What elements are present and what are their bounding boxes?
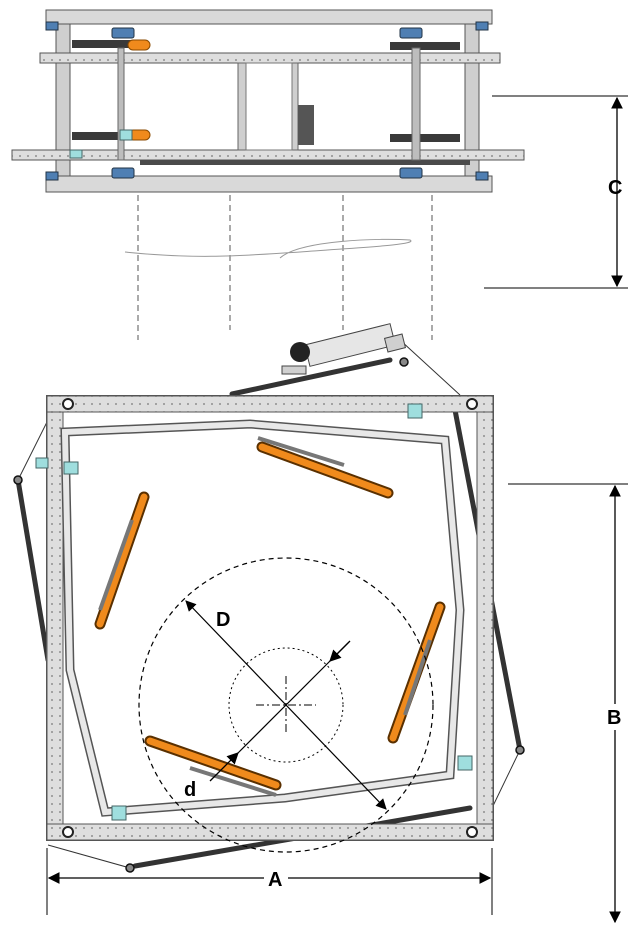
rollers — [94, 441, 446, 791]
top-view: D d A B — [13, 323, 628, 924]
bracket-cyan-side-2 — [119, 129, 133, 141]
cylinder-icon — [304, 323, 407, 367]
outer-frame — [46, 395, 494, 841]
circle-d-large — [138, 557, 434, 853]
belt-top — [72, 40, 136, 48]
break-line — [124, 238, 412, 259]
bracket-blue-group — [45, 21, 489, 181]
bracket-cyan-side — [69, 149, 83, 159]
frame-bottom — [46, 823, 494, 841]
label-d-large: D — [216, 609, 230, 631]
motor-block — [298, 105, 314, 145]
dimension-d-small-arrow-1 — [209, 752, 239, 782]
belt-bottom-right — [390, 134, 460, 142]
pulleys — [13, 357, 525, 873]
tie-lines — [17, 339, 521, 869]
projection-lines — [137, 195, 433, 340]
dimension-c — [484, 95, 628, 289]
belt-bottom — [72, 132, 136, 140]
inner-post-4 — [411, 47, 421, 161]
belt-top-right — [390, 42, 460, 50]
frame-top — [46, 395, 494, 413]
top-rail — [45, 9, 493, 25]
cylinder-mount — [281, 365, 307, 375]
dimension-d-small-line — [231, 642, 349, 760]
frame-left — [46, 411, 64, 825]
cyan-brackets — [35, 403, 473, 821]
side-view: C — [11, 9, 628, 340]
inner-pentagon — [60, 419, 465, 817]
knob-icon — [290, 342, 310, 362]
center-panel — [245, 62, 293, 151]
corner-bolts — [62, 398, 478, 838]
label-d-small: d — [184, 779, 196, 801]
label-a-bg — [264, 866, 288, 890]
inner-post-2 — [237, 62, 247, 151]
label-b-bg — [604, 704, 626, 730]
label-c: C — [608, 177, 622, 199]
dimension-d-small-arrow-2 — [329, 640, 351, 662]
label-a: A — [268, 869, 282, 891]
inner-post-1 — [117, 47, 125, 161]
inner-rail-top — [39, 52, 501, 64]
belt-long — [140, 160, 470, 165]
dimension-b — [508, 483, 628, 924]
roller-side-top — [127, 39, 151, 51]
inner-pentagon-core — [61, 420, 464, 816]
inner-post-3 — [291, 62, 299, 151]
label-b: B — [607, 707, 621, 729]
frame-right — [476, 411, 494, 825]
inner-rail-bottom — [11, 149, 525, 161]
bottom-rail — [45, 175, 493, 193]
